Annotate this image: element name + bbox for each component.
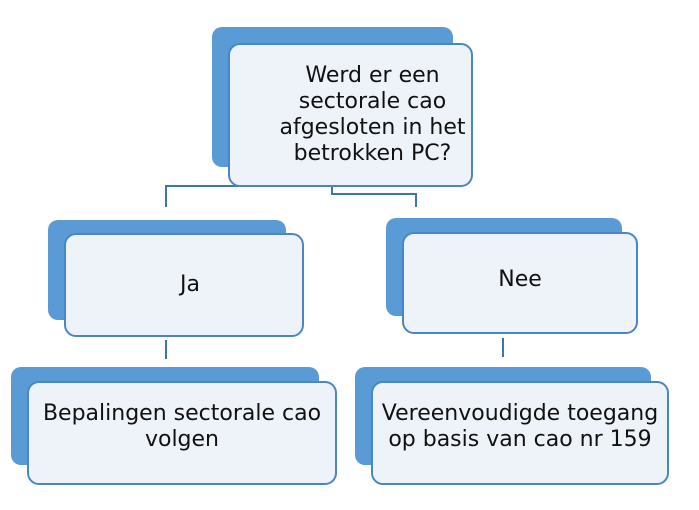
no-answer-text: Nee <box>498 267 542 292</box>
no-answer-box: Nee <box>402 232 638 334</box>
root-question-text: Werd er een sectorale cao afgesloten in … <box>279 63 466 166</box>
no-leaf-box: Vereenvoudigde toegang op basis van cao … <box>371 381 669 485</box>
no-leaf-text: Vereenvoudigde toegang op basis van cao … <box>381 401 659 452</box>
yes-answer-text: Ja <box>180 272 200 297</box>
yes-answer-box: Ja <box>64 233 304 337</box>
root-question-box: Werd er een sectorale cao afgesloten in … <box>228 43 473 187</box>
yes-leaf-text: Bepalingen sectorale cao volgen <box>42 401 322 452</box>
yes-leaf-box: Bepalingen sectorale cao volgen <box>27 381 337 485</box>
